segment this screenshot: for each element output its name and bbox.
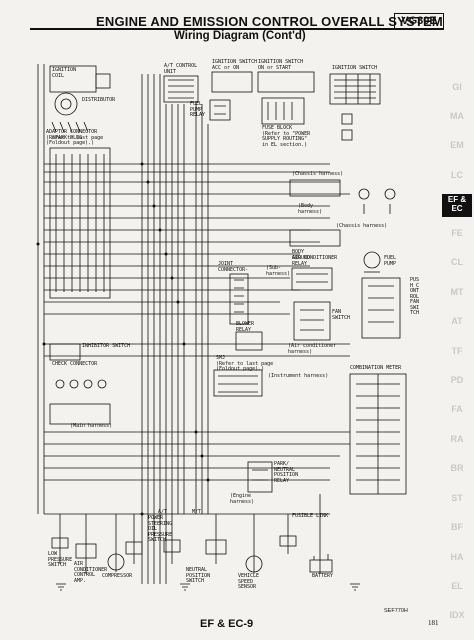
label-joint-connector: JOINT CONNECTOR- bbox=[218, 261, 249, 273]
tab-pd[interactable]: PD bbox=[450, 375, 464, 385]
tab-em[interactable]: EM bbox=[450, 140, 464, 150]
label-fusible-link: FUSIBLE LINK bbox=[292, 513, 329, 519]
page-number: 181 bbox=[428, 619, 439, 627]
label-combination-meter: COMBINATION METER bbox=[350, 365, 402, 371]
label-power-steering-switch: POWER STEERING OIL PRESSURE SWITCH bbox=[148, 515, 173, 543]
figure-code: SEF770H bbox=[384, 608, 408, 614]
tab-ef-ec[interactable]: EF & EC bbox=[442, 194, 472, 217]
label-body-ground: BODY GROUND bbox=[292, 249, 311, 261]
label-at-control-unit: A/T CONTROL UNIT bbox=[164, 63, 198, 75]
label-compressor: COMPRESSOR bbox=[102, 573, 133, 579]
label-engine-harness: (Engine harness) bbox=[230, 493, 255, 505]
page-title: ENGINE AND EMISSION CONTROL OVERALL SYST… bbox=[96, 14, 443, 29]
tab-tf[interactable]: TF bbox=[451, 346, 463, 356]
title-rule bbox=[30, 28, 444, 30]
tab-ra[interactable]: RA bbox=[450, 434, 464, 444]
tab-fe[interactable]: FE bbox=[451, 228, 463, 238]
label-battery: BATTERY bbox=[312, 573, 334, 579]
label-ignition-switch: IGNITION SWITCH bbox=[332, 65, 378, 71]
wiring-diagram: IGNITION COIL DISTRIBUTOR SPARK PLUG A/T… bbox=[30, 44, 430, 604]
page-subtitle: Wiring Diagram (Cont'd) bbox=[174, 30, 306, 42]
tab-gi[interactable]: GI bbox=[452, 82, 462, 92]
label-main-harness: (Main harness) bbox=[70, 423, 113, 429]
tab-st[interactable]: ST bbox=[451, 493, 463, 503]
tab-ha[interactable]: HA bbox=[450, 552, 464, 562]
tab-el[interactable]: EL bbox=[451, 581, 463, 591]
model-code-badge: VG30E bbox=[394, 13, 444, 30]
label-sub-harness: (Sub- harness) bbox=[266, 265, 291, 277]
label-fuse-block: FUSE BLOCK (Refer to "POWER SUPPLY ROUTI… bbox=[262, 125, 311, 148]
tab-ma[interactable]: MA bbox=[450, 111, 464, 121]
label-ac-harness: (Air conditioner harness) bbox=[288, 343, 337, 355]
tab-bf[interactable]: BF bbox=[451, 522, 463, 532]
label-ignition-coil: IGNITION COIL bbox=[52, 67, 77, 79]
label-spark-plug: SPARK PLUG bbox=[52, 135, 83, 141]
label-vehicle-speed-sensor: VEHICLE SPEED SENSOR bbox=[238, 573, 260, 590]
label-fan-switch: FAN SWITCH bbox=[332, 309, 351, 321]
tab-mt[interactable]: MT bbox=[450, 287, 464, 297]
label-adapter-connector: ADAPTOR CONNECTOR (Refer to last page (F… bbox=[46, 129, 104, 146]
label-fuel-pump: FUEL PUMP bbox=[384, 255, 397, 267]
label-fuel-pump-relay: FUEL PUMP RELAY bbox=[190, 101, 206, 118]
tab-cl[interactable]: CL bbox=[451, 257, 463, 267]
label-push-control-fan-switch: PUSH CONTROL FAN SWITCH bbox=[410, 277, 420, 316]
page-footer-label: EF & EC-9 bbox=[200, 618, 254, 630]
label-park-neutral-relay: PARK/ NEUTRAL POSITION RELAY bbox=[274, 461, 299, 484]
wiring-schematic bbox=[36, 64, 407, 591]
label-neutral-position-switch: NEUTRAL POSITION SWITCH bbox=[186, 567, 211, 584]
tab-fa[interactable]: FA bbox=[451, 404, 463, 414]
label-distributor: DISTRIBUTOR bbox=[82, 97, 116, 103]
label-check-connector: CHECK CONNECTOR bbox=[52, 361, 98, 367]
label-instrument-harness: (Instrument harness) bbox=[268, 373, 329, 379]
label-smj: SMJ (Refer to last page (Foldout page).) bbox=[216, 355, 274, 372]
label-ignition-switch-on: IGNITION SWITCH ON or START bbox=[258, 59, 304, 71]
label-ignition-switch-acc: IGNITION SWITCH ACC or ON bbox=[212, 59, 258, 71]
label-at: A/T bbox=[158, 509, 168, 515]
section-index-tabs: GI MA EM LC EF & EC FE CL MT AT TF PD FA… bbox=[440, 78, 474, 638]
tab-lc[interactable]: LC bbox=[451, 170, 463, 180]
tab-at[interactable]: AT bbox=[451, 316, 463, 326]
label-inhibitor-switch: INHIBITOR SWITCH bbox=[82, 343, 131, 349]
label-mt: M/T bbox=[192, 509, 202, 515]
tab-br[interactable]: BR bbox=[450, 463, 464, 473]
label-low-pressure-switch: LOW PRESSURE SWITCH bbox=[48, 551, 73, 568]
label-chassis-harness-1: (Chassis harness) bbox=[292, 171, 344, 177]
label-blower-relay: BLOWER RELAY bbox=[236, 321, 255, 333]
label-chassis-harness-2: (Chassis harness) bbox=[336, 223, 388, 229]
label-air-conditioner-relay: AIR CONDITIONER RELAY bbox=[292, 255, 338, 267]
label-ac-control-amp: AIR CONDITIONER CONTROL AMP. bbox=[74, 561, 108, 584]
label-body-harness: (Body harness) bbox=[298, 203, 323, 215]
tab-idx[interactable]: IDX bbox=[449, 610, 465, 620]
